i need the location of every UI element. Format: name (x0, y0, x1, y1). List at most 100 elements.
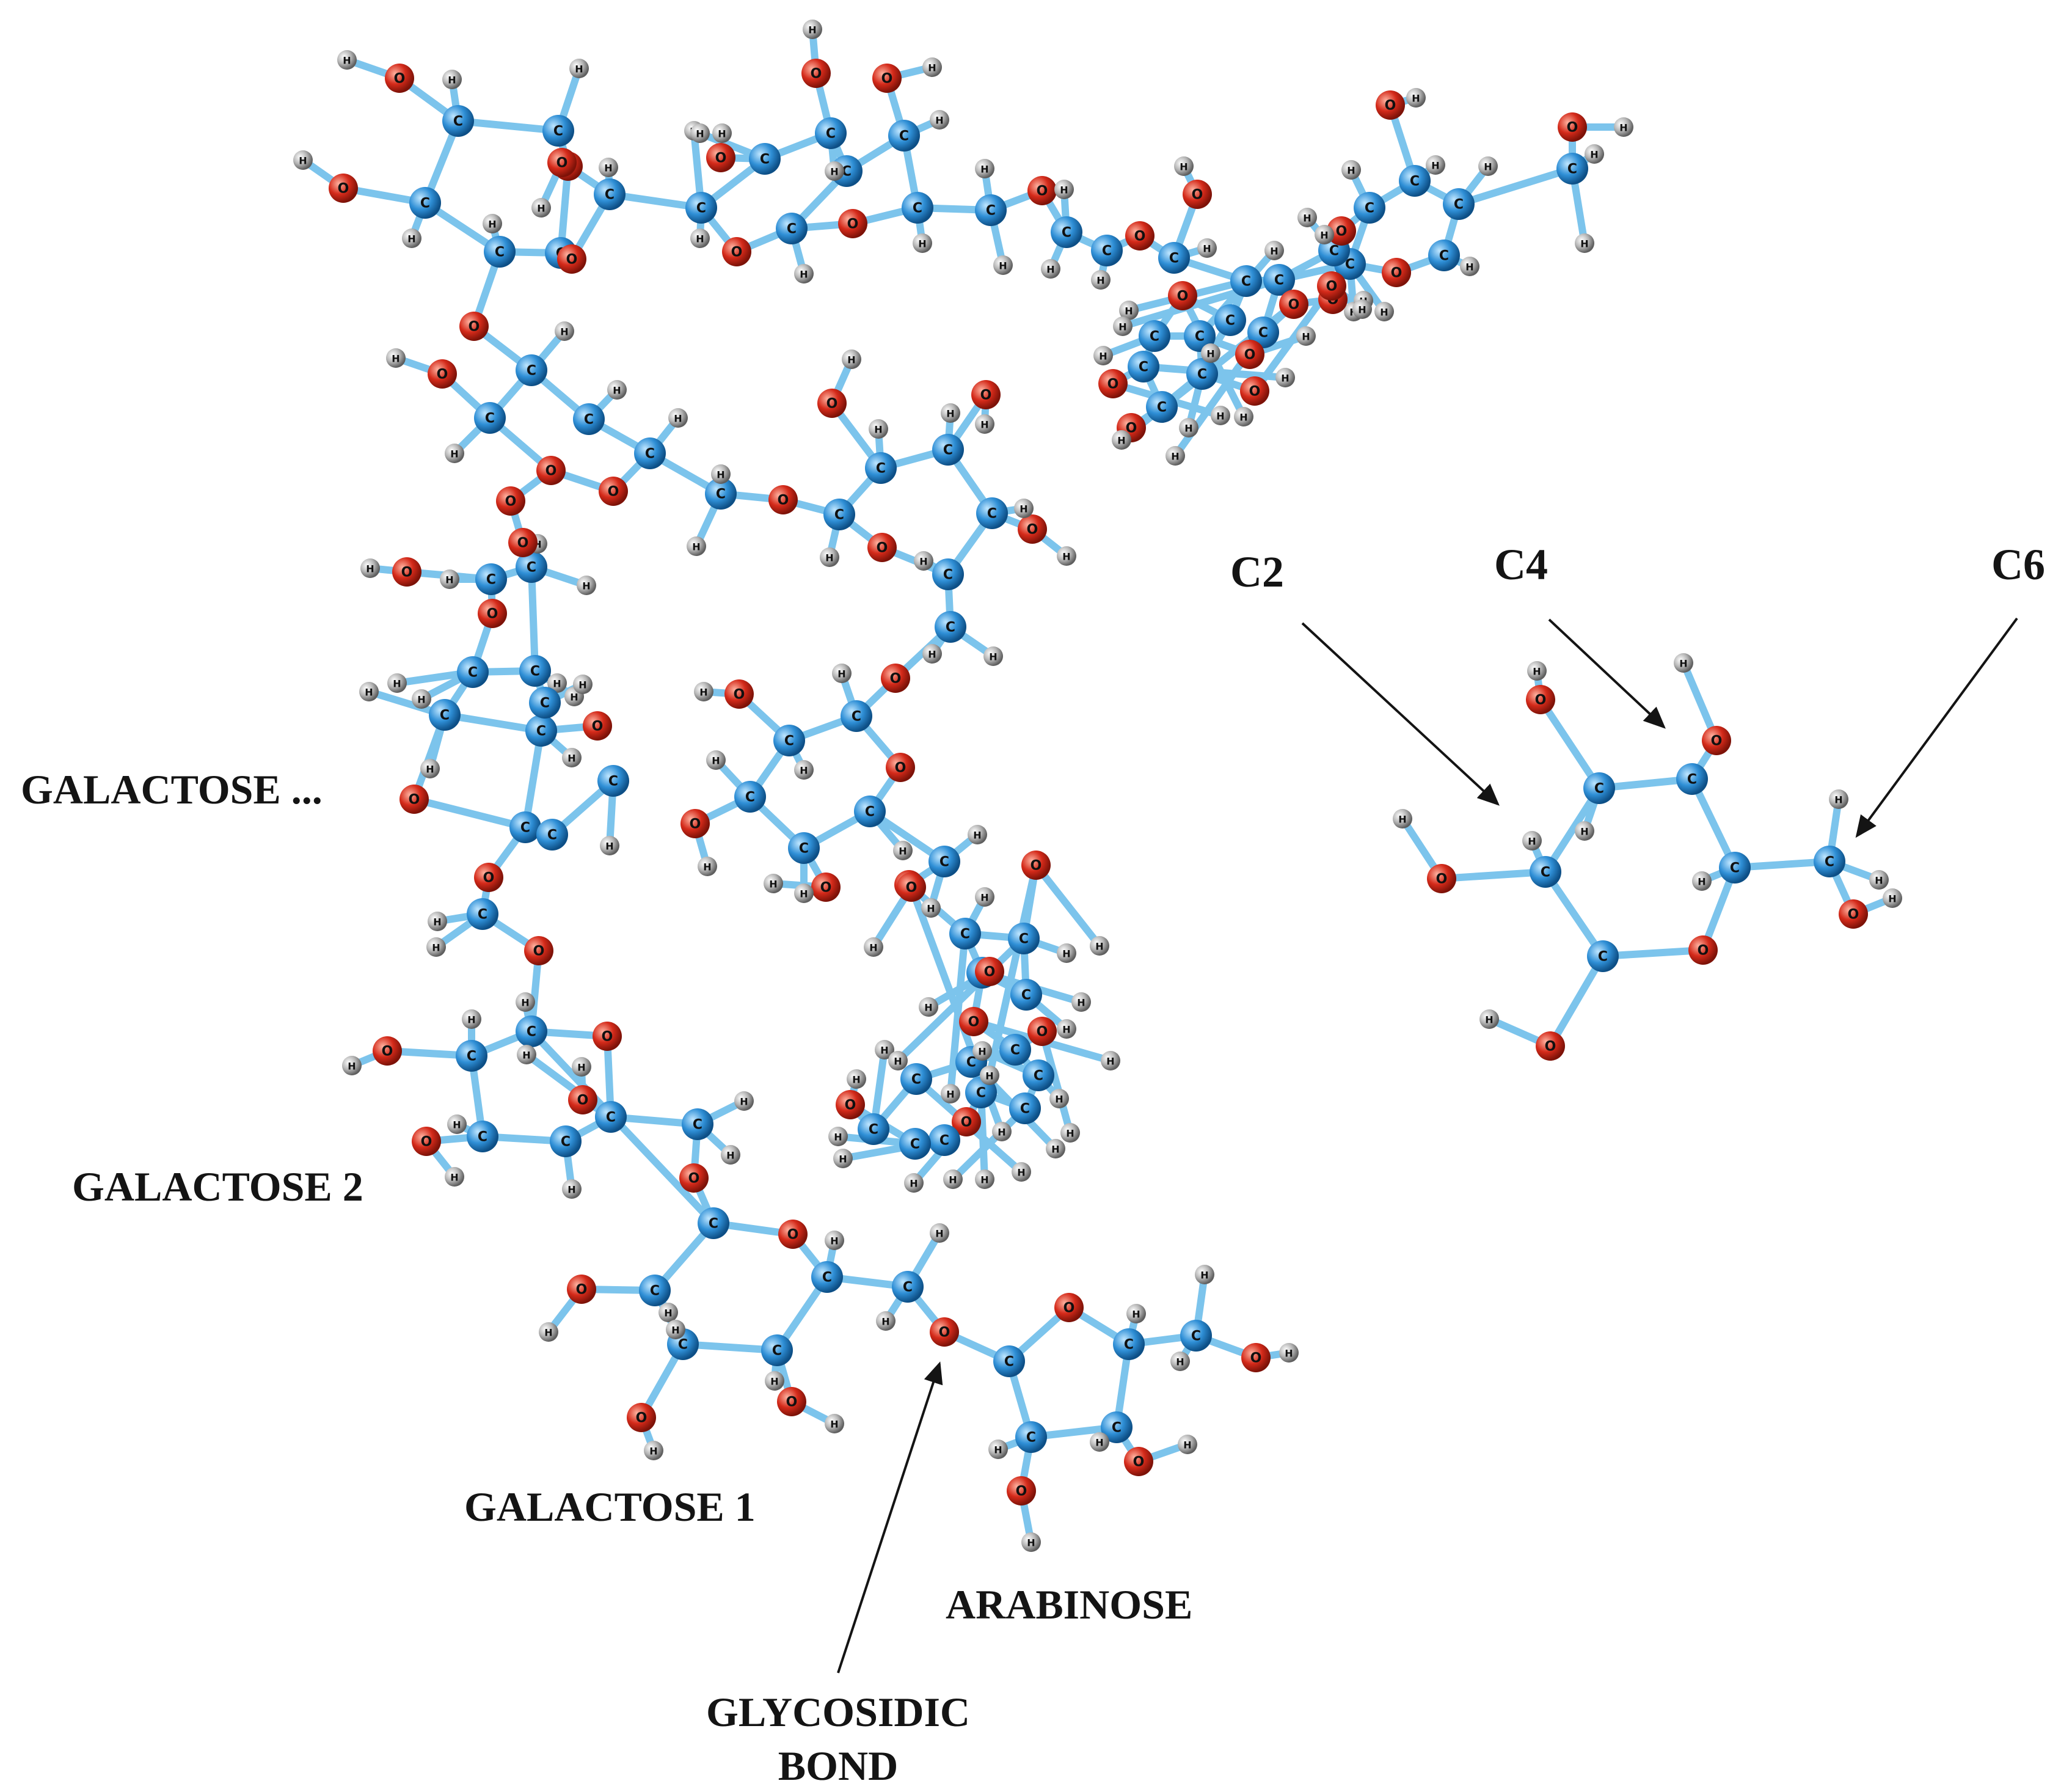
hydrogen-atom-106: H (577, 576, 596, 595)
hydrogen-atom-192: H (864, 937, 883, 957)
carbon-atom-217: C (409, 187, 441, 219)
carbon-atom-179: C (999, 1034, 1031, 1066)
carbon-atom-81: C (525, 715, 557, 747)
hydrogen-atom-321: H (1341, 160, 1361, 180)
oxygen-atom-27: O (778, 1220, 808, 1249)
hydrogen-atom-292: H (1112, 430, 1131, 450)
carbon-atom-59: C (516, 1015, 547, 1047)
hydrogen-atom-89: H (359, 682, 379, 701)
oxygen-atom-247: O (801, 59, 831, 88)
hydrogen-atom-16: H (1575, 821, 1594, 841)
hydrogen-atom-202: H (1012, 1162, 1031, 1182)
carbon-atom-154: C (788, 832, 820, 864)
hydrogen-atom-215: H (980, 1066, 999, 1085)
bond-104 (528, 563, 539, 675)
carbon-atom-2: C (1583, 772, 1615, 804)
hydrogen-atom-166: H (794, 884, 814, 903)
hydrogen-atom-207: H (828, 1127, 848, 1146)
carbon-atom-191: C (1023, 1059, 1054, 1091)
hydrogen-atom-227: H (402, 229, 421, 248)
hydrogen-atom-263: H (1054, 180, 1074, 199)
hydrogen-atom-47: H (1126, 1304, 1146, 1323)
oxygen-atom-9: O (1839, 899, 1868, 929)
hydrogen-atom-40: H (876, 1311, 896, 1331)
hydrogen-atom-306: H (1297, 208, 1317, 227)
hydrogen-atom-259: H (975, 159, 994, 178)
oxygen-atom-117: O (536, 456, 566, 485)
carbon-atom-312: C (1556, 153, 1588, 185)
label-c4: C4 (1494, 540, 1548, 589)
carbon-atom-112: C (516, 354, 547, 386)
oxygen-atom-70: O (412, 1127, 441, 1156)
oxygen-atom-235: O (459, 312, 489, 341)
bond-211 (1038, 1028, 1074, 1136)
hydrogen-atom-10: H (1883, 888, 1902, 908)
bond-331 (1455, 165, 1576, 208)
hydrogen-atom-29: H (539, 1322, 558, 1342)
carbon-atom-301: C (1399, 165, 1431, 197)
bond-3 (1688, 775, 1738, 871)
hydrogen-atom-254: H (794, 264, 814, 284)
carbon-atom-250: C (888, 120, 920, 152)
hydrogen-atom-35: H (825, 1414, 844, 1433)
hydrogen-atom-194: H (1057, 943, 1076, 963)
carbon-atom-303: C (1428, 240, 1460, 271)
carbon-atom-189: C (858, 1113, 889, 1145)
carbon-atom-147: C (935, 611, 966, 643)
hydrogen-atom-200: H (1060, 1123, 1080, 1143)
hydrogen-atom-52: H (1279, 1343, 1299, 1363)
bond-84 (441, 711, 545, 734)
carbon-atom-221: C (542, 115, 574, 147)
oxygen-atom-158: O (724, 679, 754, 709)
carbon-atom-96: C (457, 656, 489, 688)
carbon-atom-184: C (1009, 1092, 1041, 1124)
hydrogen-atom-229: H (569, 59, 589, 78)
hydrogen-atom-123: H (445, 444, 464, 463)
hydrogen-atom-228: H (483, 214, 502, 233)
oxygen-atom-98: O (478, 599, 507, 628)
oxygen-atom-60: O (593, 1022, 622, 1051)
oxygen-atom-125: O (508, 528, 538, 557)
oxygen-atom-135: O (867, 533, 897, 562)
oxygen-atom-282: O (1098, 369, 1128, 398)
oxygen-atom-175: O (1021, 851, 1051, 880)
hydrogen-atom-242: H (690, 229, 710, 248)
hydrogen-atom-118: H (555, 321, 574, 341)
oxygen-atom-31: O (627, 1403, 656, 1432)
oxygen-atom-180: O (1027, 1017, 1057, 1046)
oxygen-atom-178: O (959, 1007, 988, 1036)
carbon-atom-240: C (776, 213, 808, 244)
hydrogen-atom-296: H (1275, 368, 1295, 387)
oxygen-atom-121: O (428, 359, 457, 389)
hydrogen-atom-198: H (1101, 1051, 1120, 1070)
hydrogen-atom-212: H (992, 1122, 1012, 1141)
hydrogen-atom-208: H (847, 1069, 866, 1089)
hydrogen-atom-55: H (1090, 1432, 1109, 1452)
hydrogen-atom-214: H (888, 1051, 908, 1070)
oxygen-atom-56: O (1007, 1476, 1036, 1505)
hydrogen-atom-90: H (562, 748, 582, 767)
oxygen-atom-41: O (930, 1317, 959, 1347)
hydrogen-atom-88: H (420, 759, 440, 778)
carbon-atom-218: C (484, 236, 516, 268)
hydrogen-atom-128: H (687, 536, 706, 556)
oxygen-atom-172: O (897, 873, 926, 902)
oxygen-atom-74: O (373, 1036, 402, 1066)
hydrogen-atom-119: H (607, 380, 627, 400)
oxygen-atom-188: O (836, 1090, 865, 1119)
oxygen-atom-251: O (872, 64, 902, 93)
carbon-atom-86: C (429, 699, 461, 731)
bond-14 (1537, 696, 1603, 792)
hydrogen-atom-248: H (803, 20, 822, 39)
hydrogen-atom-313: H (1585, 144, 1604, 164)
carbon-atom-238: C (815, 117, 847, 149)
carbon-atom-115: C (634, 437, 666, 469)
oxygen-atom-241: O (722, 237, 751, 266)
carbon-atom-131: C (865, 452, 897, 484)
hydrogen-atom-13: H (1522, 831, 1542, 851)
carbon-atom-83: C (597, 765, 629, 797)
carbon-atom-84: C (536, 819, 568, 851)
carbon-atom-132: C (932, 434, 964, 466)
bond-226 (986, 862, 1040, 1079)
hydrogen-atom-18: H (1674, 653, 1693, 673)
